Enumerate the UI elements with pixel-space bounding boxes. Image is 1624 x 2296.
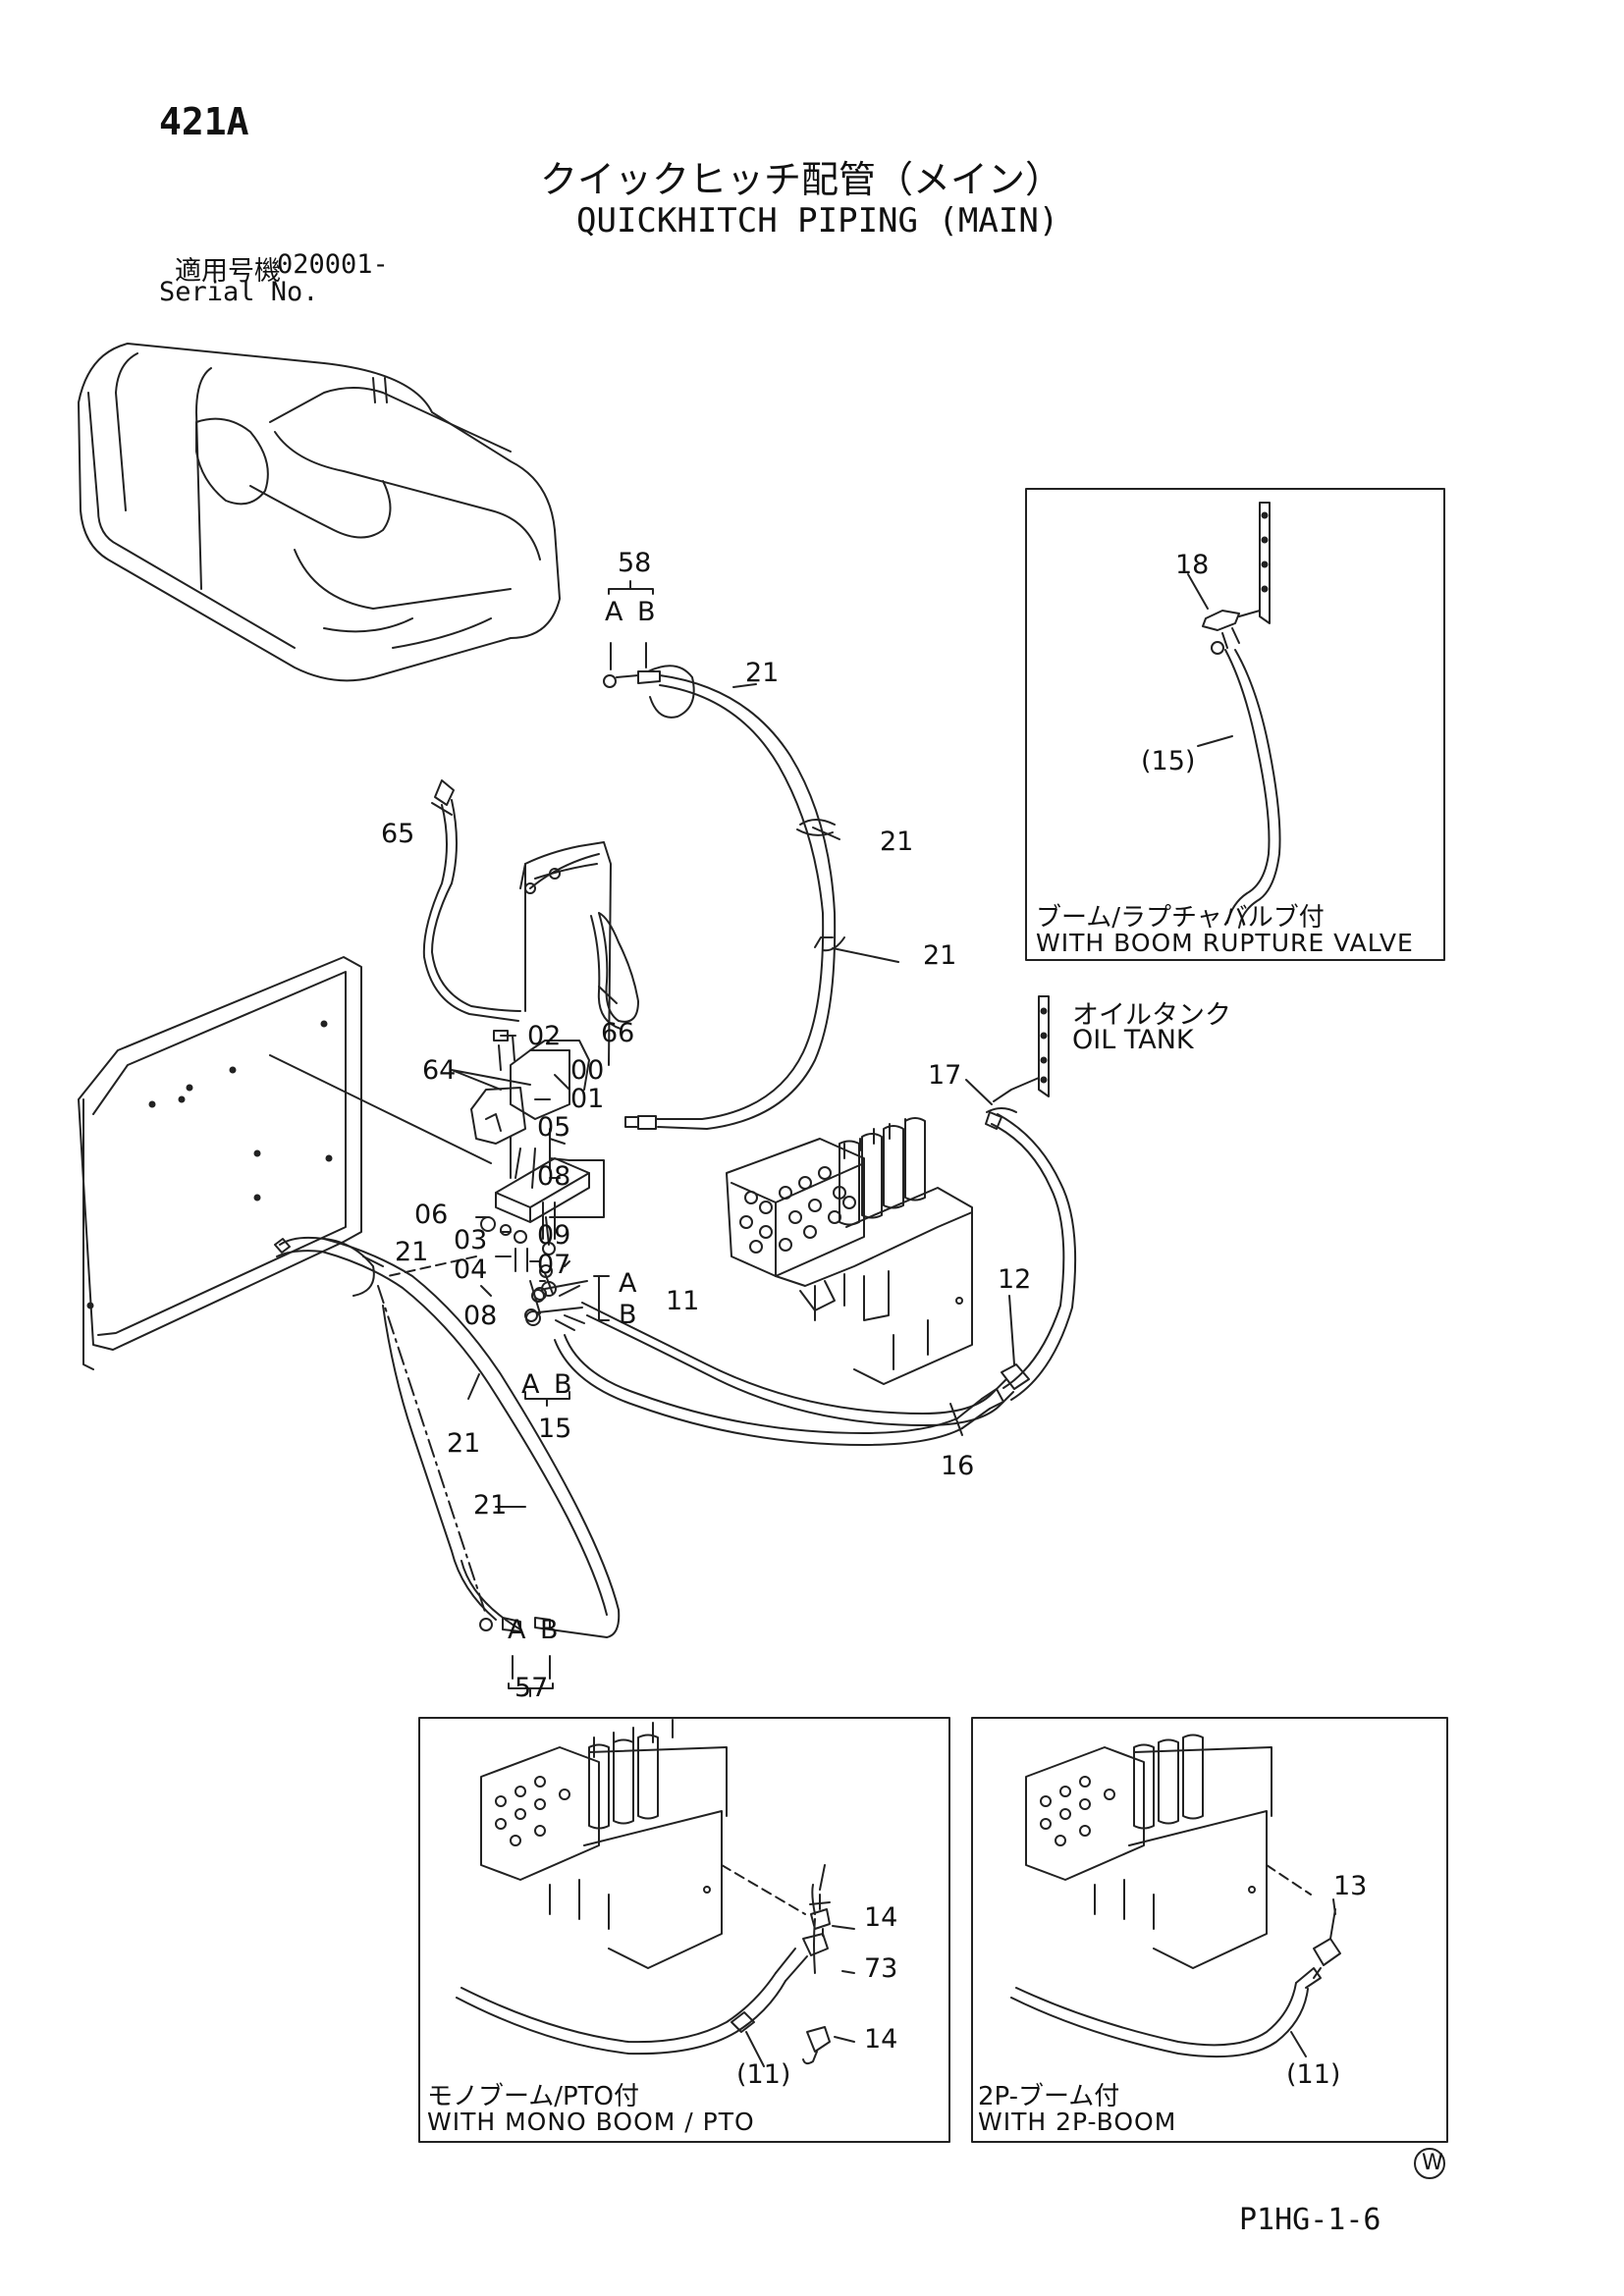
- callout-66: 66: [601, 1018, 635, 1048]
- callout-00: 00: [570, 1055, 605, 1086]
- callout-15-ref: (15): [1141, 746, 1196, 776]
- page-reference: P1HG-1-6: [1239, 2203, 1381, 2237]
- control-valve: [727, 1118, 972, 1384]
- inset-mono-boom-label-jp: モノブーム/PTO付: [427, 2082, 640, 2111]
- callout-08: 08: [463, 1301, 498, 1331]
- callout-11-ref: (11): [1286, 2059, 1341, 2090]
- callout-03: 03: [454, 1225, 488, 1255]
- callout-21: 21: [447, 1428, 481, 1459]
- oil-tank-bracket: [994, 996, 1049, 1101]
- callout-09: 09: [537, 1220, 571, 1251]
- w-mark: W: [1422, 2151, 1443, 2175]
- inset-mono-boom-label-en: WITH MONO BOOM / PTO: [427, 2108, 755, 2136]
- callout-B: B: [637, 597, 656, 627]
- oil-tank-label-en: OIL TANK: [1072, 1025, 1194, 1055]
- title-en: QUICKHITCH PIPING (MAIN): [576, 201, 1059, 240]
- callout-21: 21: [395, 1237, 429, 1267]
- callout-07: 07: [537, 1250, 571, 1280]
- inset-boom-rupture: [1026, 489, 1444, 960]
- callout-58: 58: [618, 548, 652, 578]
- callout-17: 17: [928, 1060, 962, 1091]
- cab-side-panel: [79, 957, 491, 1369]
- inset-2p-boom: [972, 1718, 1447, 2142]
- hose-11: [525, 1281, 1029, 1425]
- callout-leaders: [363, 581, 1014, 1696]
- callout-01: 01: [570, 1084, 605, 1114]
- callout-B: B: [619, 1300, 637, 1330]
- callout-B: B: [554, 1369, 572, 1400]
- inset-boom-rupture-label-en: WITH BOOM RUPTURE VALVE: [1036, 929, 1414, 957]
- callout-21: 21: [923, 940, 957, 971]
- callout-64: 64: [422, 1055, 457, 1086]
- solenoid-valve-assembly: [471, 842, 611, 1325]
- callout-13: 13: [1333, 1871, 1368, 1901]
- hose-58: [604, 666, 844, 1129]
- callout-08: 08: [537, 1161, 571, 1192]
- serial-label-jp: 適用号機: [175, 256, 281, 287]
- callout-11: 11: [666, 1286, 700, 1316]
- callout-B: B: [540, 1615, 559, 1645]
- inset-2p-boom-label-jp: 2P-ブーム付: [978, 2082, 1120, 2111]
- callout-18: 18: [1175, 550, 1210, 580]
- inset-2p-boom-label-en: WITH 2P-BOOM: [978, 2108, 1177, 2136]
- callout-14: 14: [864, 2024, 898, 2055]
- callout-A: A: [521, 1369, 540, 1400]
- inset-mono-boom: [419, 1718, 949, 2142]
- excavator-overview: [79, 344, 560, 680]
- callout-A: A: [619, 1268, 637, 1299]
- callout-A: A: [605, 597, 623, 627]
- callout-21: 21: [745, 658, 780, 688]
- page-code: 421A: [159, 100, 249, 143]
- callout-04: 04: [454, 1255, 488, 1285]
- w-mark-circle: [1415, 2149, 1444, 2178]
- callout-21: 21: [473, 1490, 508, 1521]
- hose-57: [275, 1238, 619, 1637]
- callout-11-ref: (11): [736, 2059, 791, 2090]
- callout-57: 57: [514, 1673, 549, 1703]
- callout-06: 06: [414, 1200, 449, 1230]
- callout-21: 21: [880, 827, 914, 857]
- callout-73: 73: [864, 1953, 898, 1984]
- inset-boom-rupture-label-jp: ブーム/ラプチャバルブ付: [1036, 903, 1325, 933]
- callout-12: 12: [998, 1264, 1032, 1295]
- callout-05: 05: [537, 1112, 571, 1143]
- serial-label-en: Serial No.: [159, 277, 319, 307]
- callout-15: 15: [538, 1414, 572, 1444]
- callout-16: 16: [941, 1451, 975, 1481]
- oil-tank-label-jp: オイルタンク: [1072, 1000, 1231, 1031]
- callout-14: 14: [864, 1902, 898, 1933]
- callout-A: A: [508, 1615, 526, 1645]
- wire-harness: [424, 780, 638, 1029]
- hose-15-16: [555, 1108, 1075, 1445]
- title-jp: クイックヒッチ配管（メイン）: [540, 158, 1063, 201]
- callout-02: 02: [527, 1021, 562, 1051]
- serial-value: 020001-: [277, 249, 389, 280]
- callout-65: 65: [381, 819, 415, 849]
